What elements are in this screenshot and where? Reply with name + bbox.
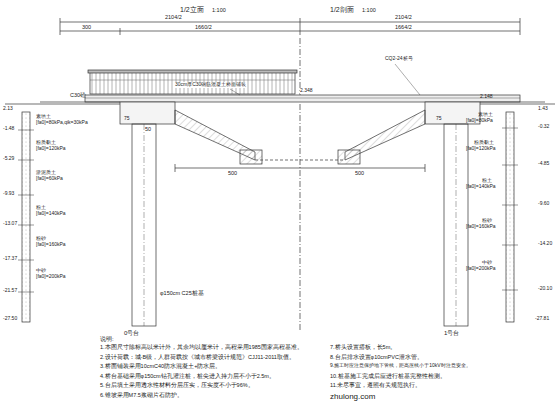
drawing-label: -0.32 (538, 124, 549, 130)
drawing-label: 1/2剖面 (330, 6, 354, 14)
drawing-label: 1.43 (538, 106, 548, 112)
drawing-label: -21.57 (3, 288, 17, 294)
note-text: 10.桩基施工完成后应进行桩基完整性检测。 (330, 373, 446, 379)
drawing-label: -9.60 (538, 201, 549, 207)
note-text: 7.桥头设置搭板，长5m。 (330, 344, 396, 350)
drawing-label: 1号台 (444, 330, 459, 337)
drawing-label: -5.29 (3, 156, 14, 162)
drawing-label: -17.37 (3, 256, 17, 262)
drawing-label: [fa0]=200kPa (466, 266, 496, 272)
drawing-label: φ150cm C25桩基 (160, 290, 204, 296)
drawing-label: [fa0]=120kPa (466, 146, 496, 152)
drawing-label: 中砂 (36, 268, 46, 274)
drawing-label: [fa0]=160kPa (466, 224, 496, 230)
drawing-label: 粉质黏土 (474, 140, 494, 146)
drawing-label: [fa0]=140kPa (36, 211, 66, 217)
note-text: 11.未尽事宜，遵照有关规范执行。 (330, 382, 421, 388)
drawing-label: 1:100 (212, 7, 226, 13)
drawing-label: 粉质黏土 (36, 140, 56, 146)
drawing-label: 500 (228, 170, 237, 176)
note-text: 2.设计荷载：城-B级，人群荷载按《城市桥梁设计规范》CJJ11-2011取值。 (100, 354, 295, 360)
note-text: 5.台后填土采用透水性材料分层压实，压实度不小于96%。 (100, 382, 254, 388)
drawing-label: 50 (145, 126, 151, 132)
drawing-label: [fa0]=80kPa,qik=30kPa (36, 120, 88, 126)
drawing-label: -27.50 (3, 316, 17, 322)
drawing-label: [fa0]=140kPa (466, 184, 496, 190)
drawing-label: 说明: (100, 336, 114, 343)
drawing-label: 淤泥质土 (36, 170, 56, 176)
note-text: 4.桥台基础采用φ150cm钻孔灌注桩，桩尖进入持力层不小于2.5m。 (100, 373, 275, 379)
drawing-label: -1.48 (3, 126, 14, 132)
drawing-label: -4.85 (538, 161, 549, 167)
drawing-label: 2104/2 (395, 14, 412, 20)
drawing-label: 粉砂 (36, 236, 46, 242)
drawing-label: 2104/2 (165, 14, 182, 20)
drawing-label: 0号台 (124, 330, 139, 337)
drawing-label: -14.20 (538, 241, 552, 247)
drawing-label: 300 (82, 24, 91, 30)
drawing-label: -13.07 (3, 221, 17, 227)
drawing-label: -20.10 (538, 286, 552, 292)
drawing-label: C30砼 (70, 92, 86, 98)
drawing-label: 30cm厚C30钢筋混凝土桥面铺装 (175, 82, 246, 88)
drawing-label: 75 (436, 116, 442, 122)
drawing-label: [fa0]=200kPa (36, 274, 66, 280)
note-text: 3.桥面铺装采用10cmC40防水混凝土+防水层。 (100, 363, 221, 369)
note-text: 6.锥坡采用M7.5浆砌片石防护。 (100, 392, 183, 398)
drawing-label: [fa0]=60kPa (36, 176, 63, 182)
drawing-label: -27.81 (535, 316, 549, 322)
drawing-label: 粉土 (482, 178, 492, 184)
drawing-label: 素填土 (36, 114, 51, 120)
drawing-label: 500 (355, 170, 364, 176)
drawing-label: 2.348 (300, 88, 313, 94)
drawing-label: -9.93 (3, 191, 14, 197)
drawing-label: 中砂 (482, 260, 492, 266)
drawing-label: 粉土 (36, 205, 46, 211)
drawing-label: 2.148 (480, 94, 493, 100)
drawing-label: 1660/2 (195, 24, 212, 30)
drawing-label: 1664/2 (395, 24, 412, 30)
drawing-label: 2.13 (3, 106, 13, 112)
drawing-label: [fa0]=120kPa (36, 146, 66, 152)
note-text: 9.施工时应注意保护地下管线，距高压线小于10kV时注意安全。 (330, 363, 471, 369)
note-text: 1.本图尺寸除标高以米计外，其余均以厘米计，高程采用1985国家高程基准。 (100, 344, 303, 350)
drawing-label: [fa0]=160kPa (36, 242, 66, 248)
drawing-label: 75 (124, 116, 130, 122)
drawing-label: 粉砂 (482, 218, 492, 224)
drawing-label: 1:100 (362, 7, 376, 13)
note-text: zhulong.com (330, 392, 375, 401)
drawing-label: 1/2立面 (180, 6, 204, 14)
drawing-label: CQ2-24桩号 (385, 56, 413, 62)
note-text: 8.台后排水设置φ10cmPVC泄水管。 (330, 354, 423, 360)
drawing-label: 素填土 (478, 112, 493, 118)
drawing-label: [fa0]=80kPa (466, 118, 493, 124)
